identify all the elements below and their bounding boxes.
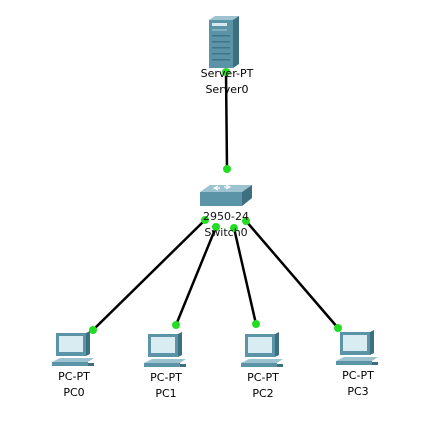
port-indicator-switch0-pc0 bbox=[201, 216, 209, 224]
link-switch0-pc2[interactable] bbox=[232, 227, 258, 325]
pc-icon bbox=[241, 332, 283, 367]
link-server0-switch0[interactable] bbox=[224, 71, 229, 170]
device-switch0[interactable]: 2950-24 Switch0 bbox=[190, 184, 262, 240]
port-indicator-pc0 bbox=[89, 326, 97, 334]
port-indicator-pc3 bbox=[334, 324, 342, 332]
device-name-label: PC1 bbox=[155, 387, 177, 400]
device-model-label: PC-PT bbox=[58, 370, 90, 383]
device-pc2[interactable]: PC-PT PC2 bbox=[237, 331, 289, 403]
device-model-label: PC-PT bbox=[342, 369, 374, 382]
device-model-label: 2950-24 bbox=[203, 210, 249, 223]
device-name-label: PC2 bbox=[252, 387, 274, 400]
port-indicator-pc2 bbox=[252, 320, 260, 328]
link-switch0-pc0[interactable] bbox=[92, 219, 206, 331]
device-model-label: PC-PT bbox=[150, 371, 182, 384]
port-indicator-switch0-pc2 bbox=[230, 224, 238, 232]
port-indicator-switch0-uplink bbox=[223, 165, 231, 173]
pc-icon bbox=[52, 331, 94, 366]
device-pc1[interactable]: PC-PT PC1 bbox=[140, 331, 192, 403]
device-server0[interactable]: Server-PT Server0 bbox=[195, 14, 259, 96]
pc-icon bbox=[336, 330, 378, 365]
port-indicator-switch0-pc3 bbox=[242, 217, 250, 225]
device-model-label: PC-PT bbox=[247, 371, 279, 384]
port-indicator-server0 bbox=[222, 68, 230, 76]
port-indicator-pc1 bbox=[172, 321, 180, 329]
link-switch0-pc3[interactable] bbox=[245, 220, 339, 329]
device-pc0[interactable]: PC-PT PC0 bbox=[48, 330, 100, 402]
link-switch0-pc1[interactable] bbox=[174, 226, 218, 326]
device-name-label: Switch0 bbox=[204, 226, 248, 239]
switch-icon bbox=[200, 184, 252, 206]
server-icon bbox=[209, 16, 239, 68]
device-pc3[interactable]: PC-PT PC3 bbox=[332, 329, 384, 401]
device-name-label: PC0 bbox=[63, 386, 85, 399]
device-model-label: Server-PT bbox=[200, 67, 254, 80]
device-name-label: Server0 bbox=[205, 83, 249, 96]
device-name-label: PC3 bbox=[347, 385, 369, 398]
port-indicator-switch0-pc1 bbox=[212, 223, 220, 231]
pc-icon bbox=[144, 332, 186, 367]
